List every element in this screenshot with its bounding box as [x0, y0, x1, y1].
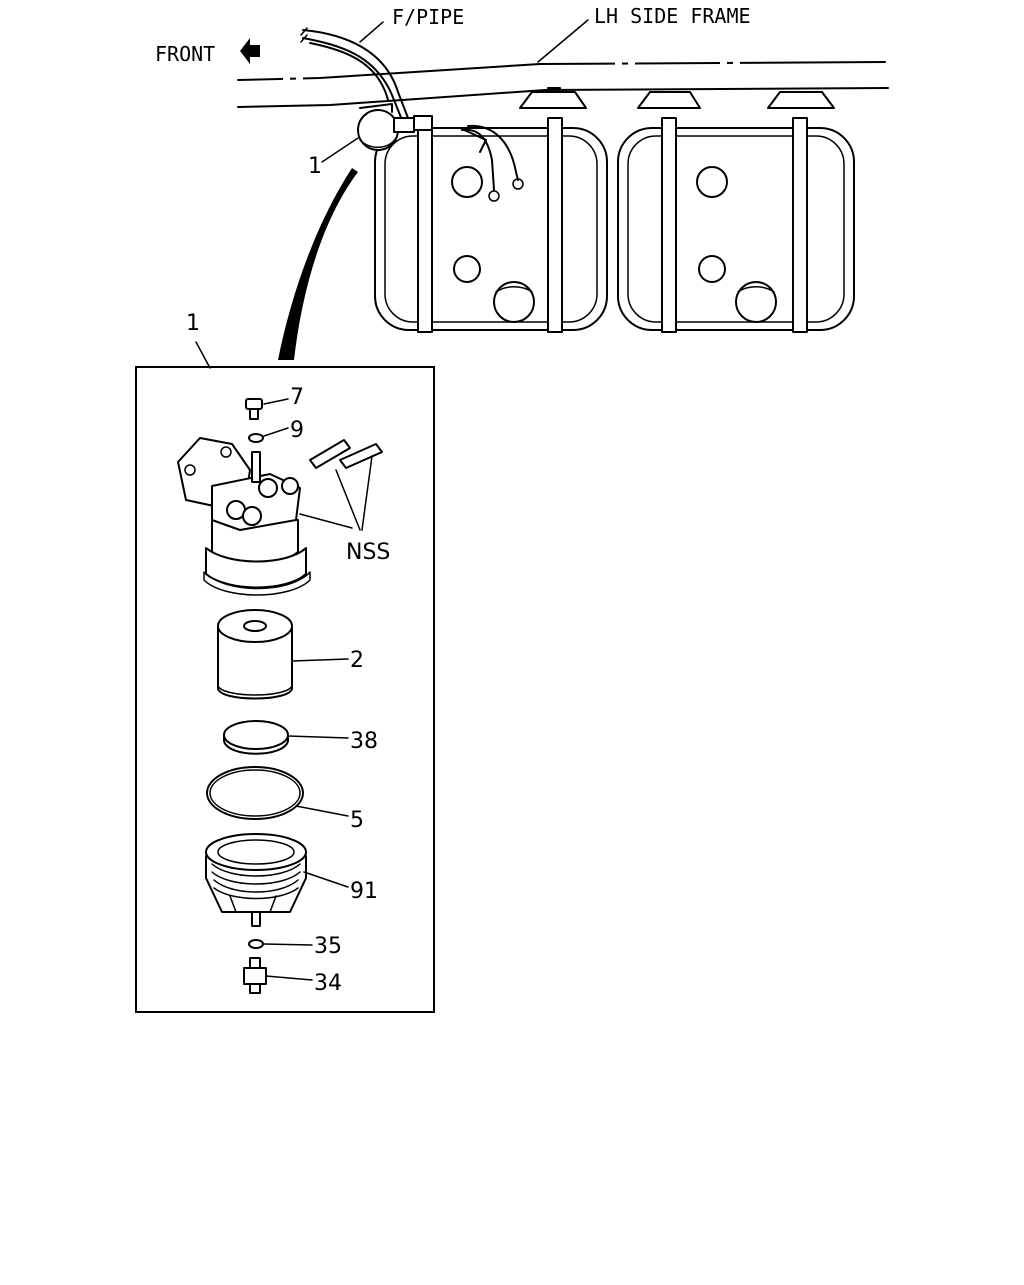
pointer-wedge [278, 168, 358, 360]
side-frame [237, 60, 889, 108]
filter-element-2 [217, 609, 349, 700]
part-number-5: 5 [350, 808, 364, 833]
callout-1-box: 1 [186, 311, 200, 336]
part-number-35: 35 [314, 934, 342, 959]
o-ring-5 [206, 766, 349, 820]
lh-side-frame-label: LH SIDE FRAME [594, 4, 751, 28]
drain-plug-34 [243, 957, 313, 994]
fuel-tank-right [617, 91, 855, 333]
nss-pins [299, 439, 383, 531]
exploded-view-box [135, 366, 435, 1013]
front-arrow-icon [240, 38, 260, 64]
part-number-7: 7 [290, 385, 304, 410]
part-number-91: 91 [350, 879, 378, 904]
seal-washer-35 [248, 939, 313, 949]
part-number-9: 9 [290, 418, 304, 443]
mounted-filter [357, 103, 433, 151]
case-91 [205, 833, 349, 927]
sender-wiring [459, 124, 524, 202]
part-number-2: 2 [350, 648, 364, 673]
front-label: FRONT [155, 42, 215, 66]
f-pipe-label: F/PIPE [392, 5, 464, 29]
filter-head [177, 437, 311, 596]
bolt-7 [245, 398, 289, 420]
fuel-pipes [300, 27, 409, 121]
nss-label: NSS [346, 540, 390, 565]
ring-38 [223, 720, 349, 755]
washer-9 [248, 427, 289, 443]
callout-1-top: 1 [308, 154, 322, 179]
part-number-34: 34 [314, 971, 342, 996]
fuel-tank-left [374, 87, 608, 333]
part-number-38: 38 [350, 729, 378, 754]
